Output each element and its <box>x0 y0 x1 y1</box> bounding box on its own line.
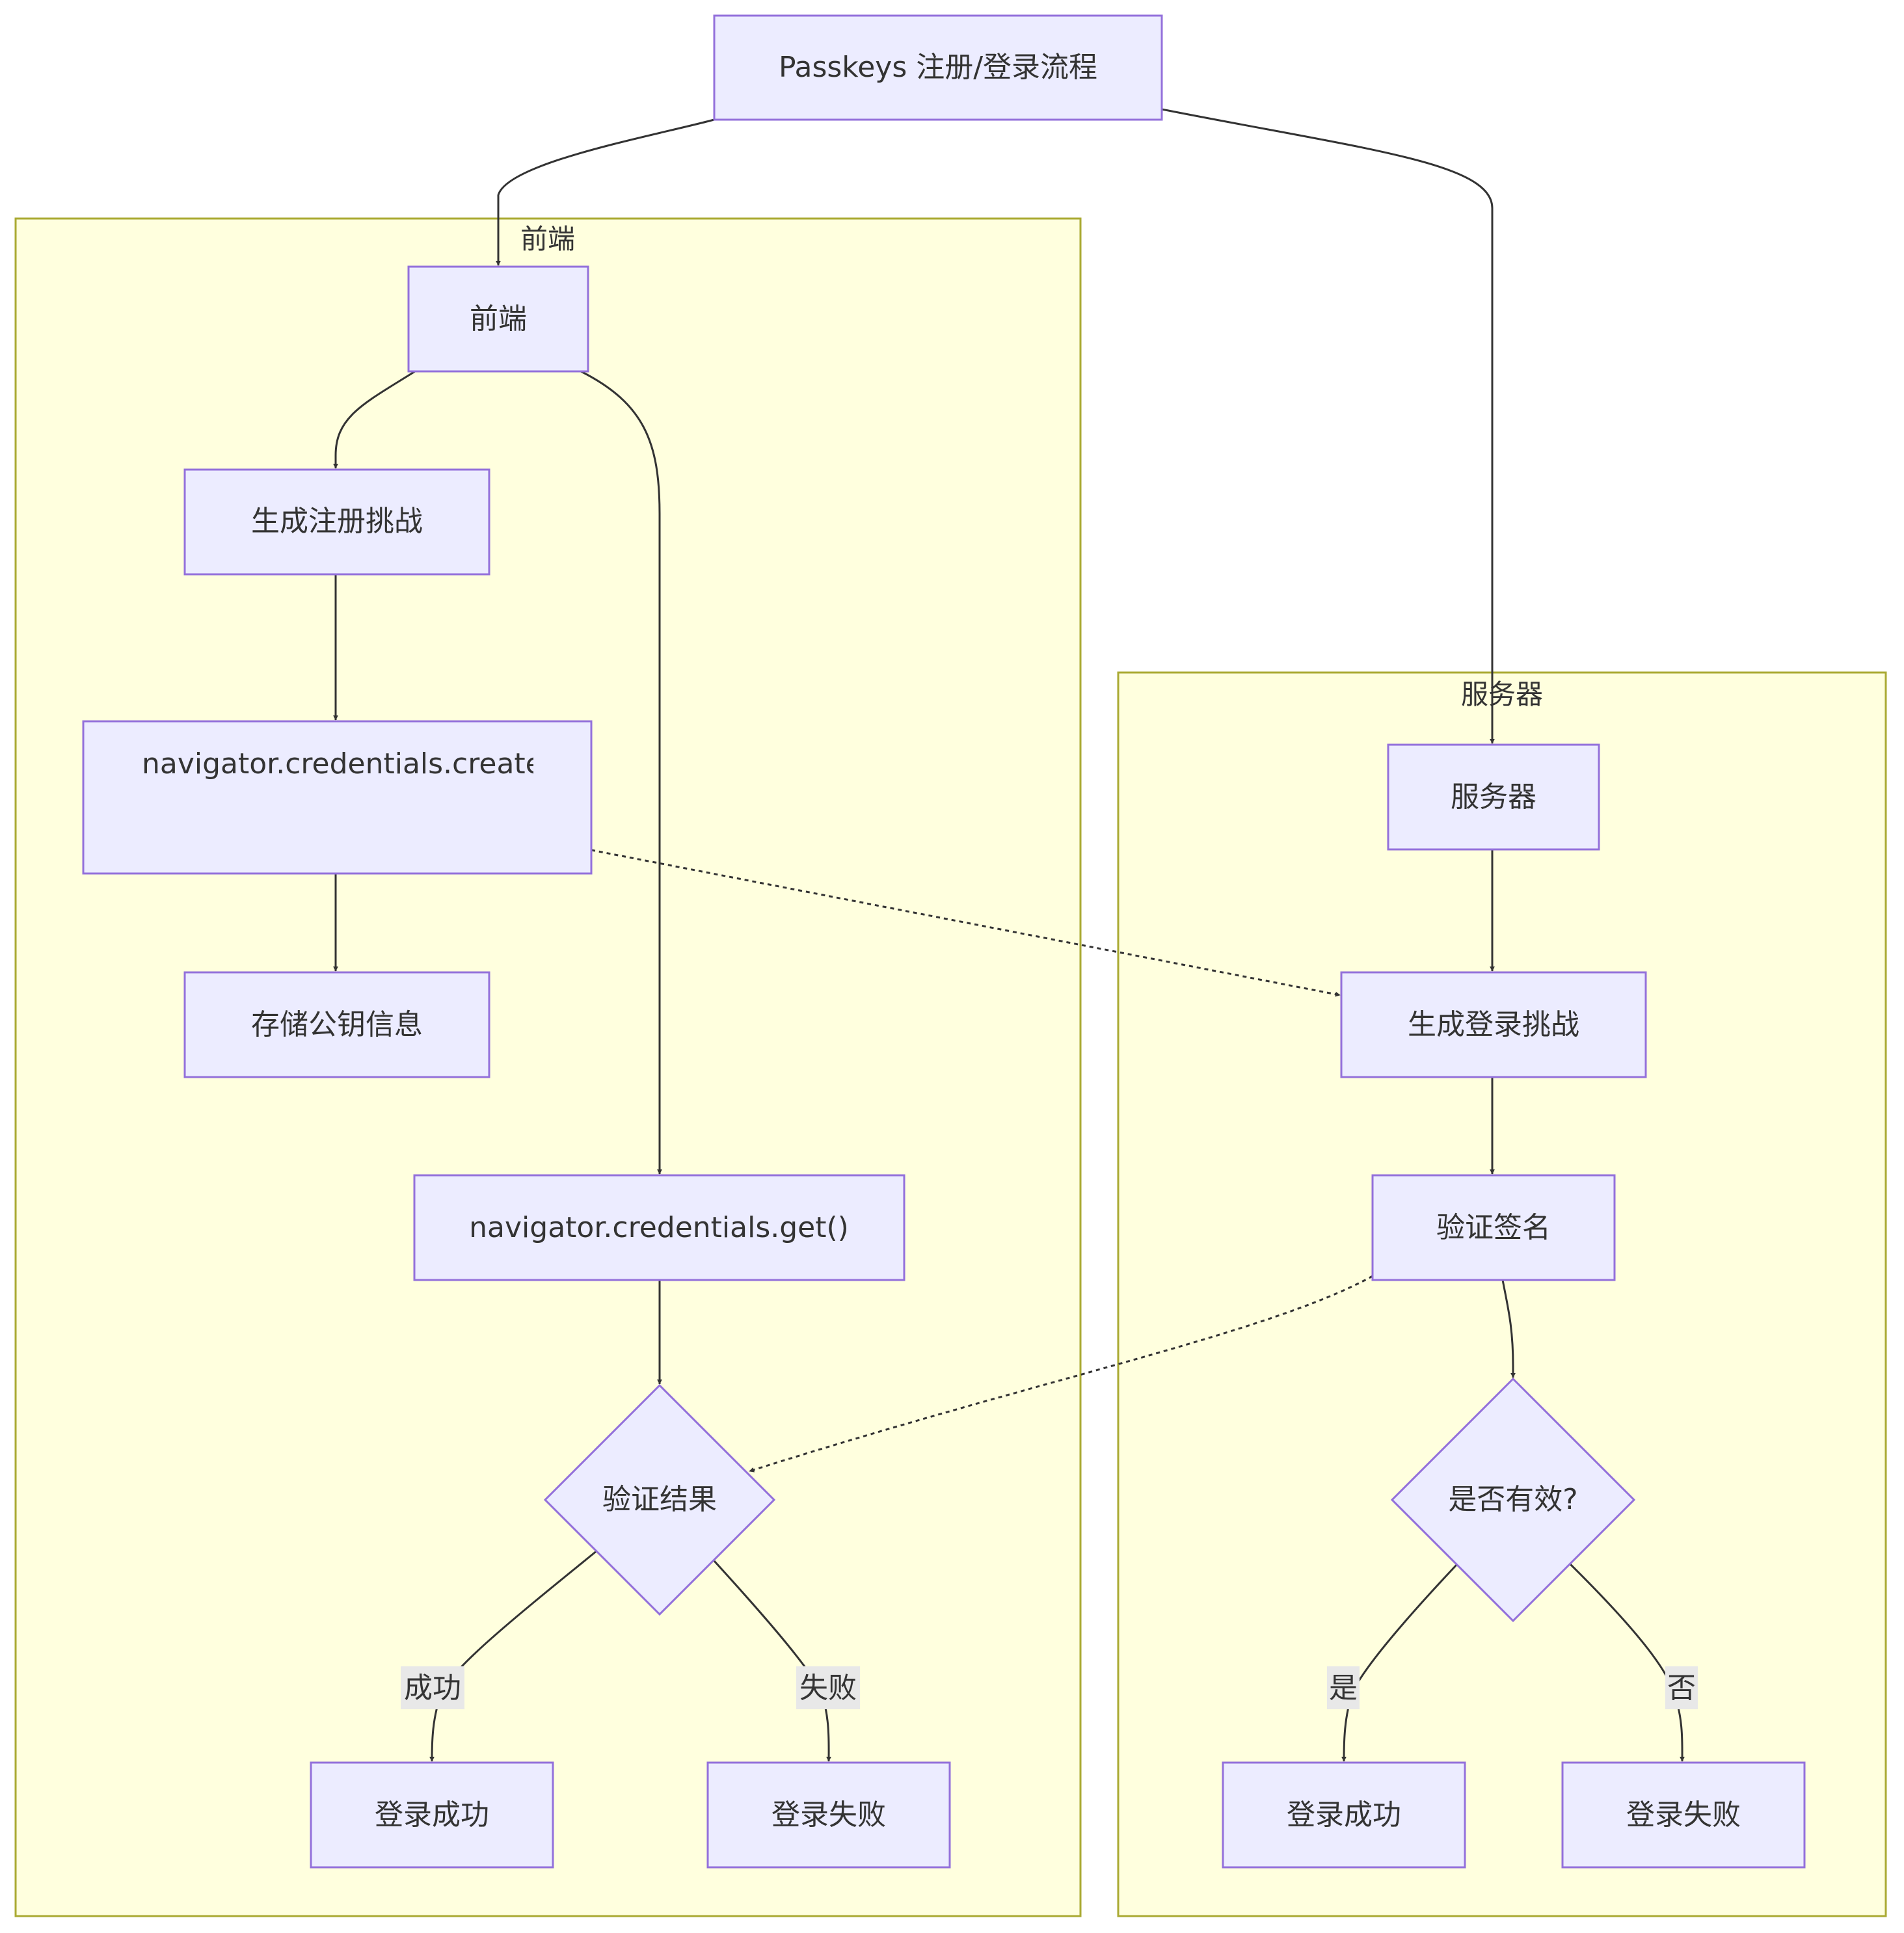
node-server: 服务器 <box>1387 743 1600 851</box>
svg-text:是否有效?: 是否有效? <box>1448 1483 1577 1516</box>
svg-text:navigator.credentials.get(): navigator.credentials.get() <box>469 1211 849 1244</box>
node-title: Passkeys 注册/登录流程 <box>713 14 1163 121</box>
node-fe-login-success: 登录成功 <box>310 1761 554 1869</box>
svg-text:存储公钥信息: 存储公钥信息 <box>251 1008 423 1041</box>
node-verify-signature: 验证签名 <box>1371 1174 1616 1281</box>
svg-text:登录成功: 登录成功 <box>1287 1798 1401 1832</box>
svg-text:生成注册挑战: 生成注册挑战 <box>251 505 423 538</box>
edge-frontend-to-gen-register <box>333 370 416 469</box>
svg-text:登录失败: 登录失败 <box>771 1798 886 1832</box>
svg-text:验证签名: 验证签名 <box>1436 1211 1551 1244</box>
node-is-valid: 是否有效? <box>1390 1377 1636 1623</box>
cluster-server: 服务器 <box>1117 671 1887 1917</box>
svg-text:前端: 前端 <box>470 302 527 336</box>
svg-text:成功: 成功 <box>404 1672 461 1705</box>
edge-title-to-frontend <box>496 118 715 266</box>
edge-verify-sig-to-verify-result <box>749 1275 1373 1473</box>
node-fe-login-fail: 登录失败 <box>706 1761 951 1869</box>
edge-frontend-to-credentials-get <box>580 370 662 1175</box>
svg-text:navigator.credentials.create: navigator.credentials.create <box>142 747 543 780</box>
svg-text:验证结果: 验证结果 <box>602 1483 717 1516</box>
edge-label-success: 成功 <box>401 1666 464 1709</box>
node-sv-login-success: 登录成功 <box>1222 1761 1466 1869</box>
node-sv-login-fail: 登录失败 <box>1561 1761 1806 1869</box>
svg-text:是: 是 <box>1329 1672 1358 1705</box>
cluster-server-label: 服务器 <box>1461 678 1543 710</box>
svg-text:失败: 失败 <box>799 1672 857 1705</box>
edge-title-to-server <box>1161 108 1495 744</box>
svg-text:服务器: 服务器 <box>1451 780 1536 814</box>
node-verify-result: 验证结果 <box>543 1383 776 1616</box>
svg-text:登录成功: 登录成功 <box>375 1798 489 1832</box>
node-gen-login-challenge: 生成登录挑战 <box>1340 971 1647 1078</box>
svg-text:否: 否 <box>1667 1672 1696 1705</box>
edge-create-to-gen-login <box>591 849 1341 997</box>
edge-label-yes: 是 <box>1327 1666 1360 1709</box>
node-frontend: 前端 <box>407 265 589 373</box>
svg-text:生成登录挑战: 生成登录挑战 <box>1408 1008 1579 1041</box>
cluster-frontend-label: 前端 <box>520 223 575 255</box>
node-gen-register-challenge: 生成注册挑战 <box>183 468 490 576</box>
node-credentials-create: navigator.credentials.create <box>82 720 593 875</box>
edge-verify-sig-to-is-valid <box>1501 1279 1516 1378</box>
svg-text:登录失败: 登录失败 <box>1626 1798 1741 1832</box>
edge-label-no: 否 <box>1665 1666 1698 1709</box>
node-credentials-get: navigator.credentials.get() <box>413 1174 905 1281</box>
cluster-frontend: 前端 <box>14 217 1082 1917</box>
node-store-public-key: 存储公钥信息 <box>183 971 490 1078</box>
edge-label-fail: 失败 <box>796 1666 860 1709</box>
svg-text:Passkeys 注册/登录流程: Passkeys 注册/登录流程 <box>779 51 1097 84</box>
